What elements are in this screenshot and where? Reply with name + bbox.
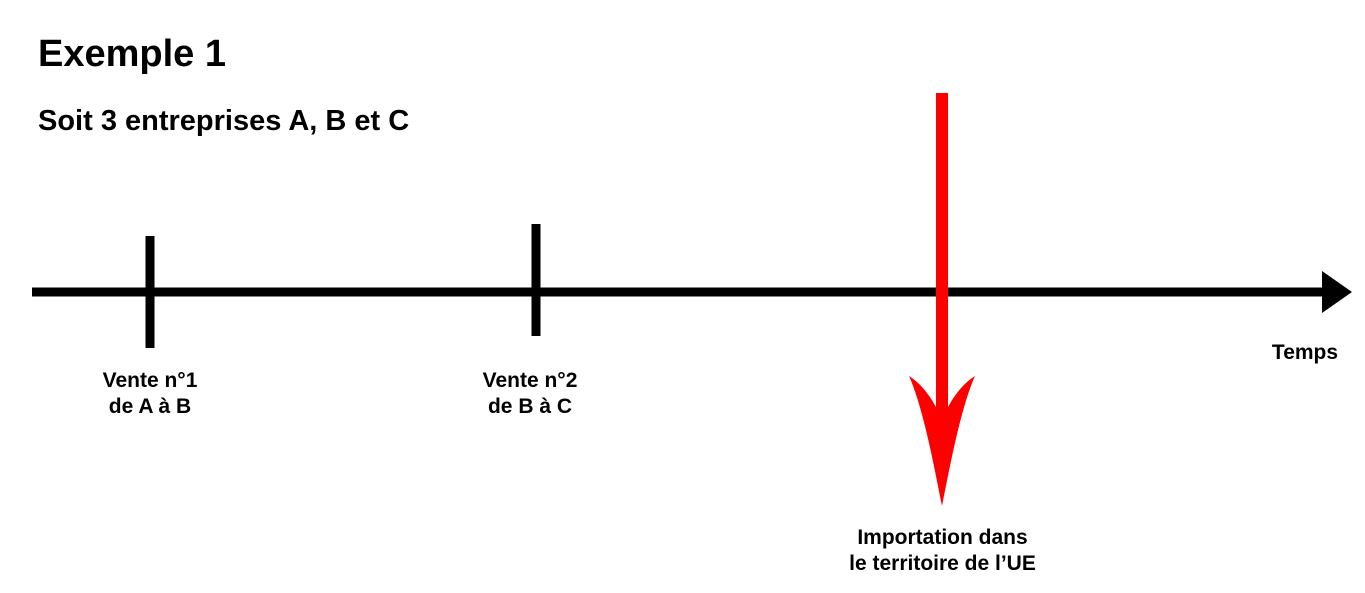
import-arrow-shaft [936,93,948,423]
import-event-line2: le territoire de l’UE [849,552,1036,575]
diagram-title: Exemple 1 [38,33,226,75]
time-axis-arrowhead [1322,271,1352,313]
time-axis-label: Temps [1271,341,1339,364]
event-2-line2: de B à C [487,395,573,418]
event-2-line1: Vente n°2 [482,369,578,392]
event-1-line2: de A à B [108,395,192,418]
diagram-subtitle: Soit 3 entreprises A, B et C [38,105,410,137]
import-event-line1: Importation dans [857,526,1028,549]
event-1-line1: Vente n°1 [102,369,198,392]
import-event-label: Importation dans le territoire de l’UE [820,525,1065,577]
event-2-label: Vente n°2 de B à C [440,368,620,420]
import-arrow-head [909,376,975,506]
event-1-label: Vente n°1 de A à B [60,368,240,420]
